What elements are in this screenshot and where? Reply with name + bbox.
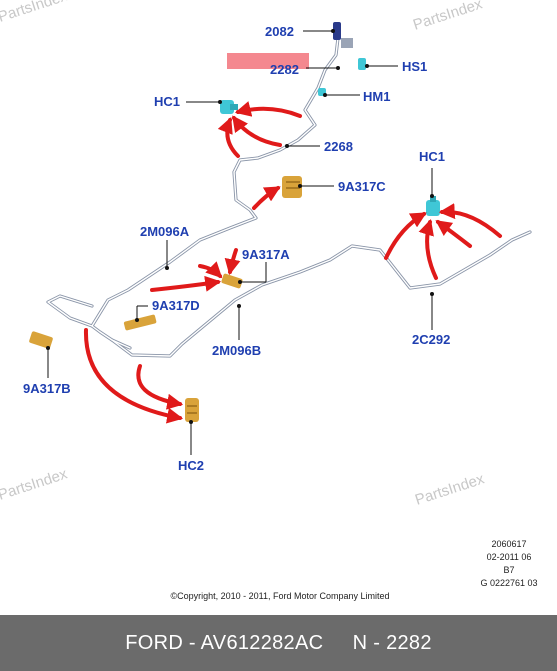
arrow-hc1-right-2 xyxy=(418,218,438,280)
brake-line-diagram: PartsIndex PartsIndex PartsIndex PartsIn… xyxy=(0,0,532,509)
watermark-top-right: PartsIndex xyxy=(411,0,485,34)
arrow-hc2-1 xyxy=(83,328,184,424)
component-hc1-top xyxy=(220,100,238,114)
highlight-box xyxy=(227,53,309,69)
component-hc1-right xyxy=(426,196,440,216)
label-2m096a: 2M096A xyxy=(140,224,190,239)
brake-lines-inner xyxy=(47,37,531,357)
meta-code-3: B7 xyxy=(503,565,515,575)
component-9a317a xyxy=(221,273,243,289)
label-9a317c: 9A317C xyxy=(338,179,386,194)
arrow-hc1-right-1 xyxy=(384,212,427,260)
watermark-bottom-right: PartsIndex xyxy=(413,470,487,508)
component-hs1 xyxy=(358,58,366,70)
label-2082: 2082 xyxy=(265,24,294,39)
label-9a317d: 9A317D xyxy=(152,298,200,313)
label-2268: 2268 xyxy=(324,139,353,154)
arrow-hc2-2 xyxy=(136,364,184,410)
component-hc2 xyxy=(185,398,199,422)
component-9a317b xyxy=(29,331,53,349)
meta-code-4: G 0222761 03 xyxy=(480,578,538,588)
label-hm1: HM1 xyxy=(363,89,390,104)
label-2c292: 2C292 xyxy=(412,332,450,347)
callout-labels: 2082 2282 HS1 HC1 HM1 2268 HC1 9A317C 2M… xyxy=(23,24,450,473)
meta-code-2: 02-2011 06 xyxy=(486,552,532,562)
arrow-hc1-top-1 xyxy=(234,101,302,118)
label-hc1-top: HC1 xyxy=(154,94,180,109)
drawing-meta: 2060617 02-2011 06 B7 G 0222761 03 xyxy=(468,538,550,590)
label-9a317a: 9A317A xyxy=(242,247,290,262)
brake-line-2m096b xyxy=(110,230,532,358)
label-hs1: HS1 xyxy=(402,59,427,74)
arrow-hc1-top-2 xyxy=(232,115,282,147)
label-hc2: HC2 xyxy=(178,458,204,473)
brake-line-left-branch xyxy=(90,324,132,350)
arrow-9a317a-3 xyxy=(150,275,222,292)
footer-bar: FORD - AV612282AC N - 2282 xyxy=(0,615,557,671)
arrow-9a317c xyxy=(252,186,281,210)
footer-part-number: FORD - AV612282AC N - 2282 xyxy=(125,631,432,654)
red-arrows xyxy=(83,101,502,424)
arrow-9a317a-2 xyxy=(224,248,241,276)
component-9a317c xyxy=(282,176,302,198)
arrow-hc1-top-3 xyxy=(217,117,240,158)
label-2282: 2282 xyxy=(270,62,299,77)
label-9a317b: 9A317B xyxy=(23,381,71,396)
arrow-9a317a-1 xyxy=(198,261,223,279)
label-hc1-right: HC1 xyxy=(419,149,445,164)
component-9a317d xyxy=(123,314,157,331)
watermark-bottom-left: PartsIndex xyxy=(0,465,70,503)
watermark-top-left: PartsIndex xyxy=(0,0,70,26)
copyright: ©Copyright, 2010 - 2011, Ford Motor Comp… xyxy=(170,591,390,601)
label-2m096b: 2M096B xyxy=(212,343,261,358)
arrow-hc1-right-4 xyxy=(438,203,502,238)
arrow-hc1-right-3 xyxy=(435,220,472,248)
leader-lines xyxy=(47,30,433,455)
leader-dots xyxy=(46,29,434,424)
component-2082 xyxy=(333,22,353,48)
meta-code-1: 2060617 xyxy=(491,539,527,549)
